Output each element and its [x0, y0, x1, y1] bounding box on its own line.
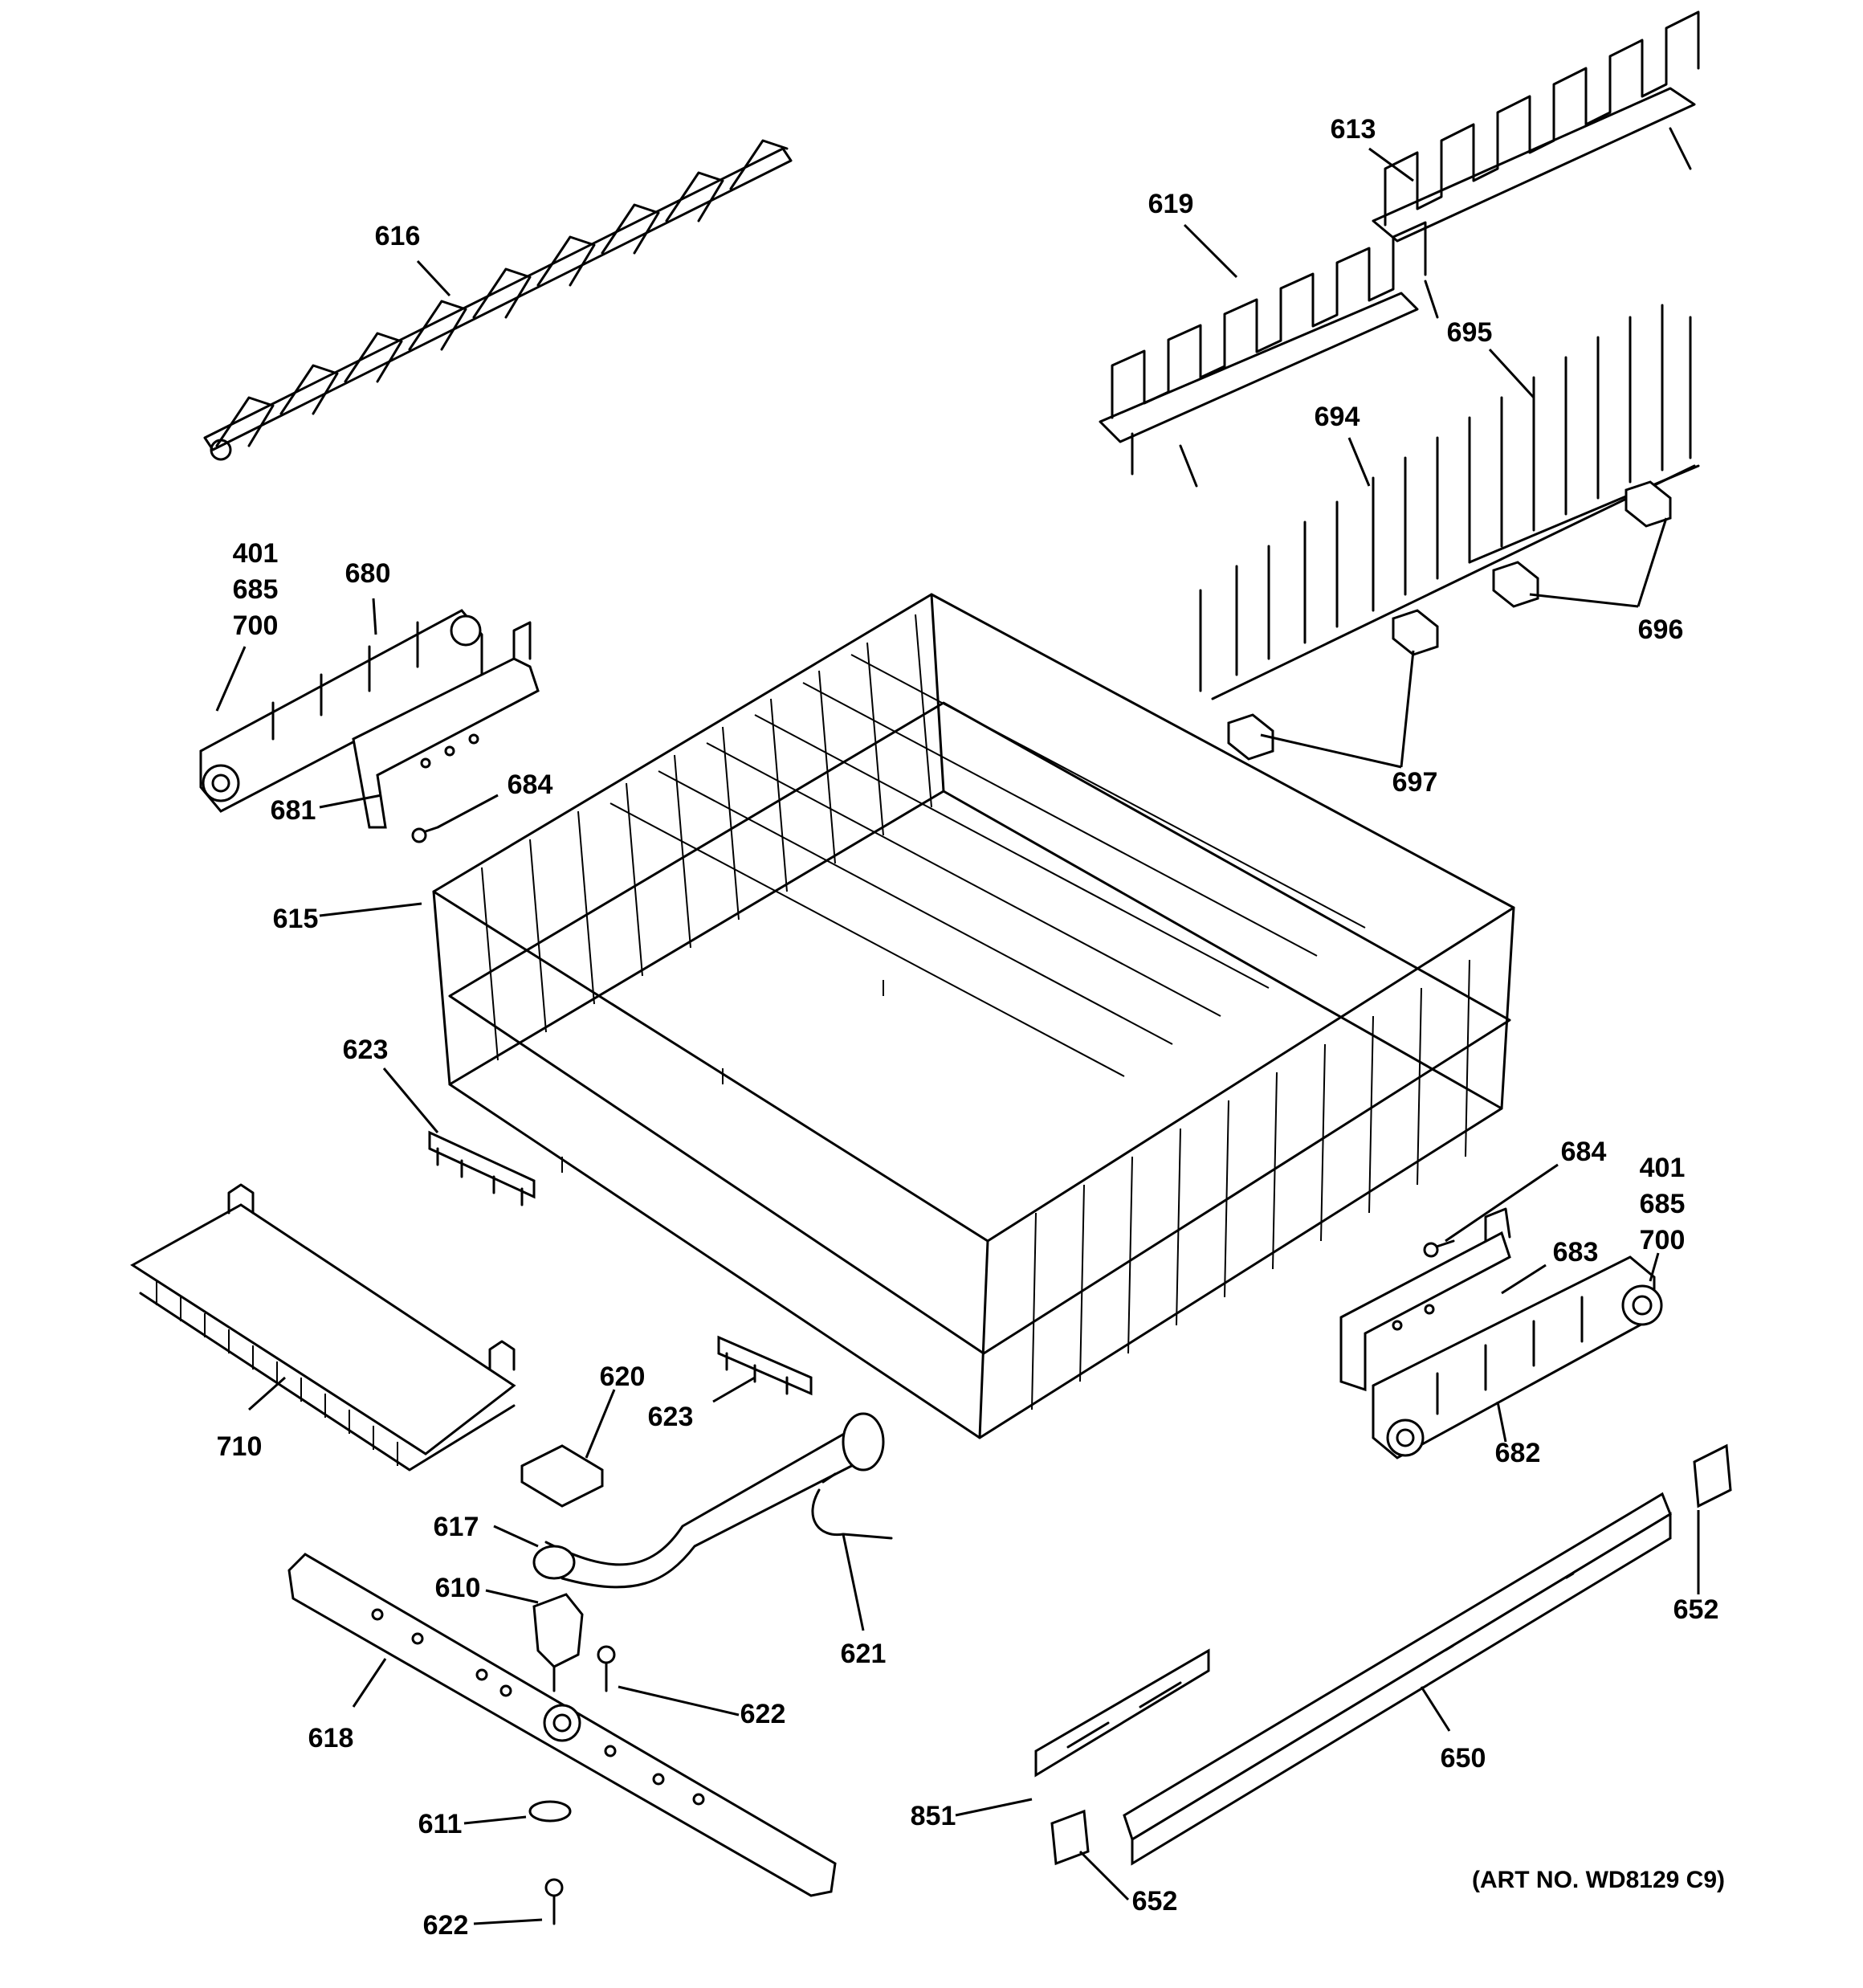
manifold-617 — [532, 1412, 885, 1589]
callout-682: 682 — [1495, 1438, 1541, 1468]
callout-621: 621 — [841, 1639, 887, 1669]
valve-610 — [532, 1593, 584, 1692]
callout-652-lower: 652 — [1132, 1886, 1178, 1917]
bracket-683 — [1339, 1207, 1511, 1392]
callout-622-lower: 622 — [423, 1910, 469, 1941]
screw-684-left — [411, 826, 439, 843]
callout-685-left: 685 — [233, 574, 279, 605]
callout-401-right: 401 — [1640, 1153, 1686, 1183]
art-number-caption: (ART NO. WD8129 C9) — [1472, 1867, 1725, 1893]
bracket-681 — [352, 621, 540, 829]
rail-650 — [1123, 1492, 1672, 1866]
callout-652-upper: 652 — [1673, 1594, 1719, 1625]
callout-680: 680 — [345, 558, 391, 589]
callout-620: 620 — [600, 1361, 646, 1392]
cup-shelf-694-695 — [1199, 304, 1700, 700]
basket-710 — [130, 1183, 516, 1472]
callout-684-left: 684 — [508, 769, 553, 800]
tine-row-616 — [203, 139, 793, 461]
callout-618: 618 — [308, 1723, 354, 1753]
callout-622-upper: 622 — [740, 1699, 786, 1729]
callout-623-left: 623 — [343, 1035, 389, 1065]
callout-695: 695 — [1447, 317, 1493, 348]
callout-681: 681 — [271, 795, 316, 826]
screw-622-lower — [544, 1878, 564, 1925]
adjuster-right-682 — [1372, 1255, 1663, 1459]
callout-650: 650 — [1441, 1743, 1486, 1774]
clamp-621 — [811, 1472, 893, 1540]
callout-697: 697 — [1392, 767, 1438, 798]
callout-623-right: 623 — [648, 1402, 694, 1432]
screw-622-upper — [597, 1645, 616, 1692]
callout-700-left: 700 — [233, 610, 279, 641]
callout-700-right: 700 — [1640, 1225, 1686, 1255]
callout-619: 619 — [1148, 189, 1194, 219]
adjuster-left-680 — [199, 609, 483, 813]
rail-clip-623-right — [717, 1335, 813, 1396]
callout-401-left: 401 — [233, 538, 279, 569]
callout-851: 851 — [911, 1801, 956, 1831]
stop-652-upper — [1693, 1443, 1732, 1508]
tine-row-613 — [1372, 10, 1700, 319]
upper-rack-615 — [432, 593, 1515, 1439]
clips-696-697 — [1227, 480, 1672, 761]
stop-652-lower — [1050, 1809, 1090, 1866]
callout-710: 710 — [217, 1431, 263, 1462]
callout-696: 696 — [1638, 614, 1684, 645]
callout-685-right: 685 — [1640, 1189, 1686, 1219]
cover-620 — [520, 1444, 604, 1508]
callout-611: 611 — [418, 1809, 463, 1839]
callout-610: 610 — [435, 1573, 481, 1603]
washer-611 — [528, 1800, 572, 1823]
leader-lines — [215, 147, 1700, 1925]
slide-851 — [1034, 1648, 1210, 1778]
callout-613: 613 — [1331, 114, 1376, 145]
rail-clip-623-left — [428, 1130, 536, 1206]
callout-615: 615 — [273, 904, 319, 934]
spray-arm-618 — [287, 1553, 837, 1897]
callout-labels: 616 613 619 695 694 401 685 700 680 681 … — [217, 114, 1719, 1941]
callout-684-right: 684 — [1561, 1137, 1607, 1167]
callout-694: 694 — [1315, 402, 1360, 432]
tine-row-619 — [1099, 221, 1427, 488]
callout-616: 616 — [375, 221, 421, 251]
callout-617: 617 — [434, 1512, 479, 1542]
callout-683: 683 — [1553, 1237, 1599, 1268]
screw-684-right — [1423, 1239, 1455, 1258]
